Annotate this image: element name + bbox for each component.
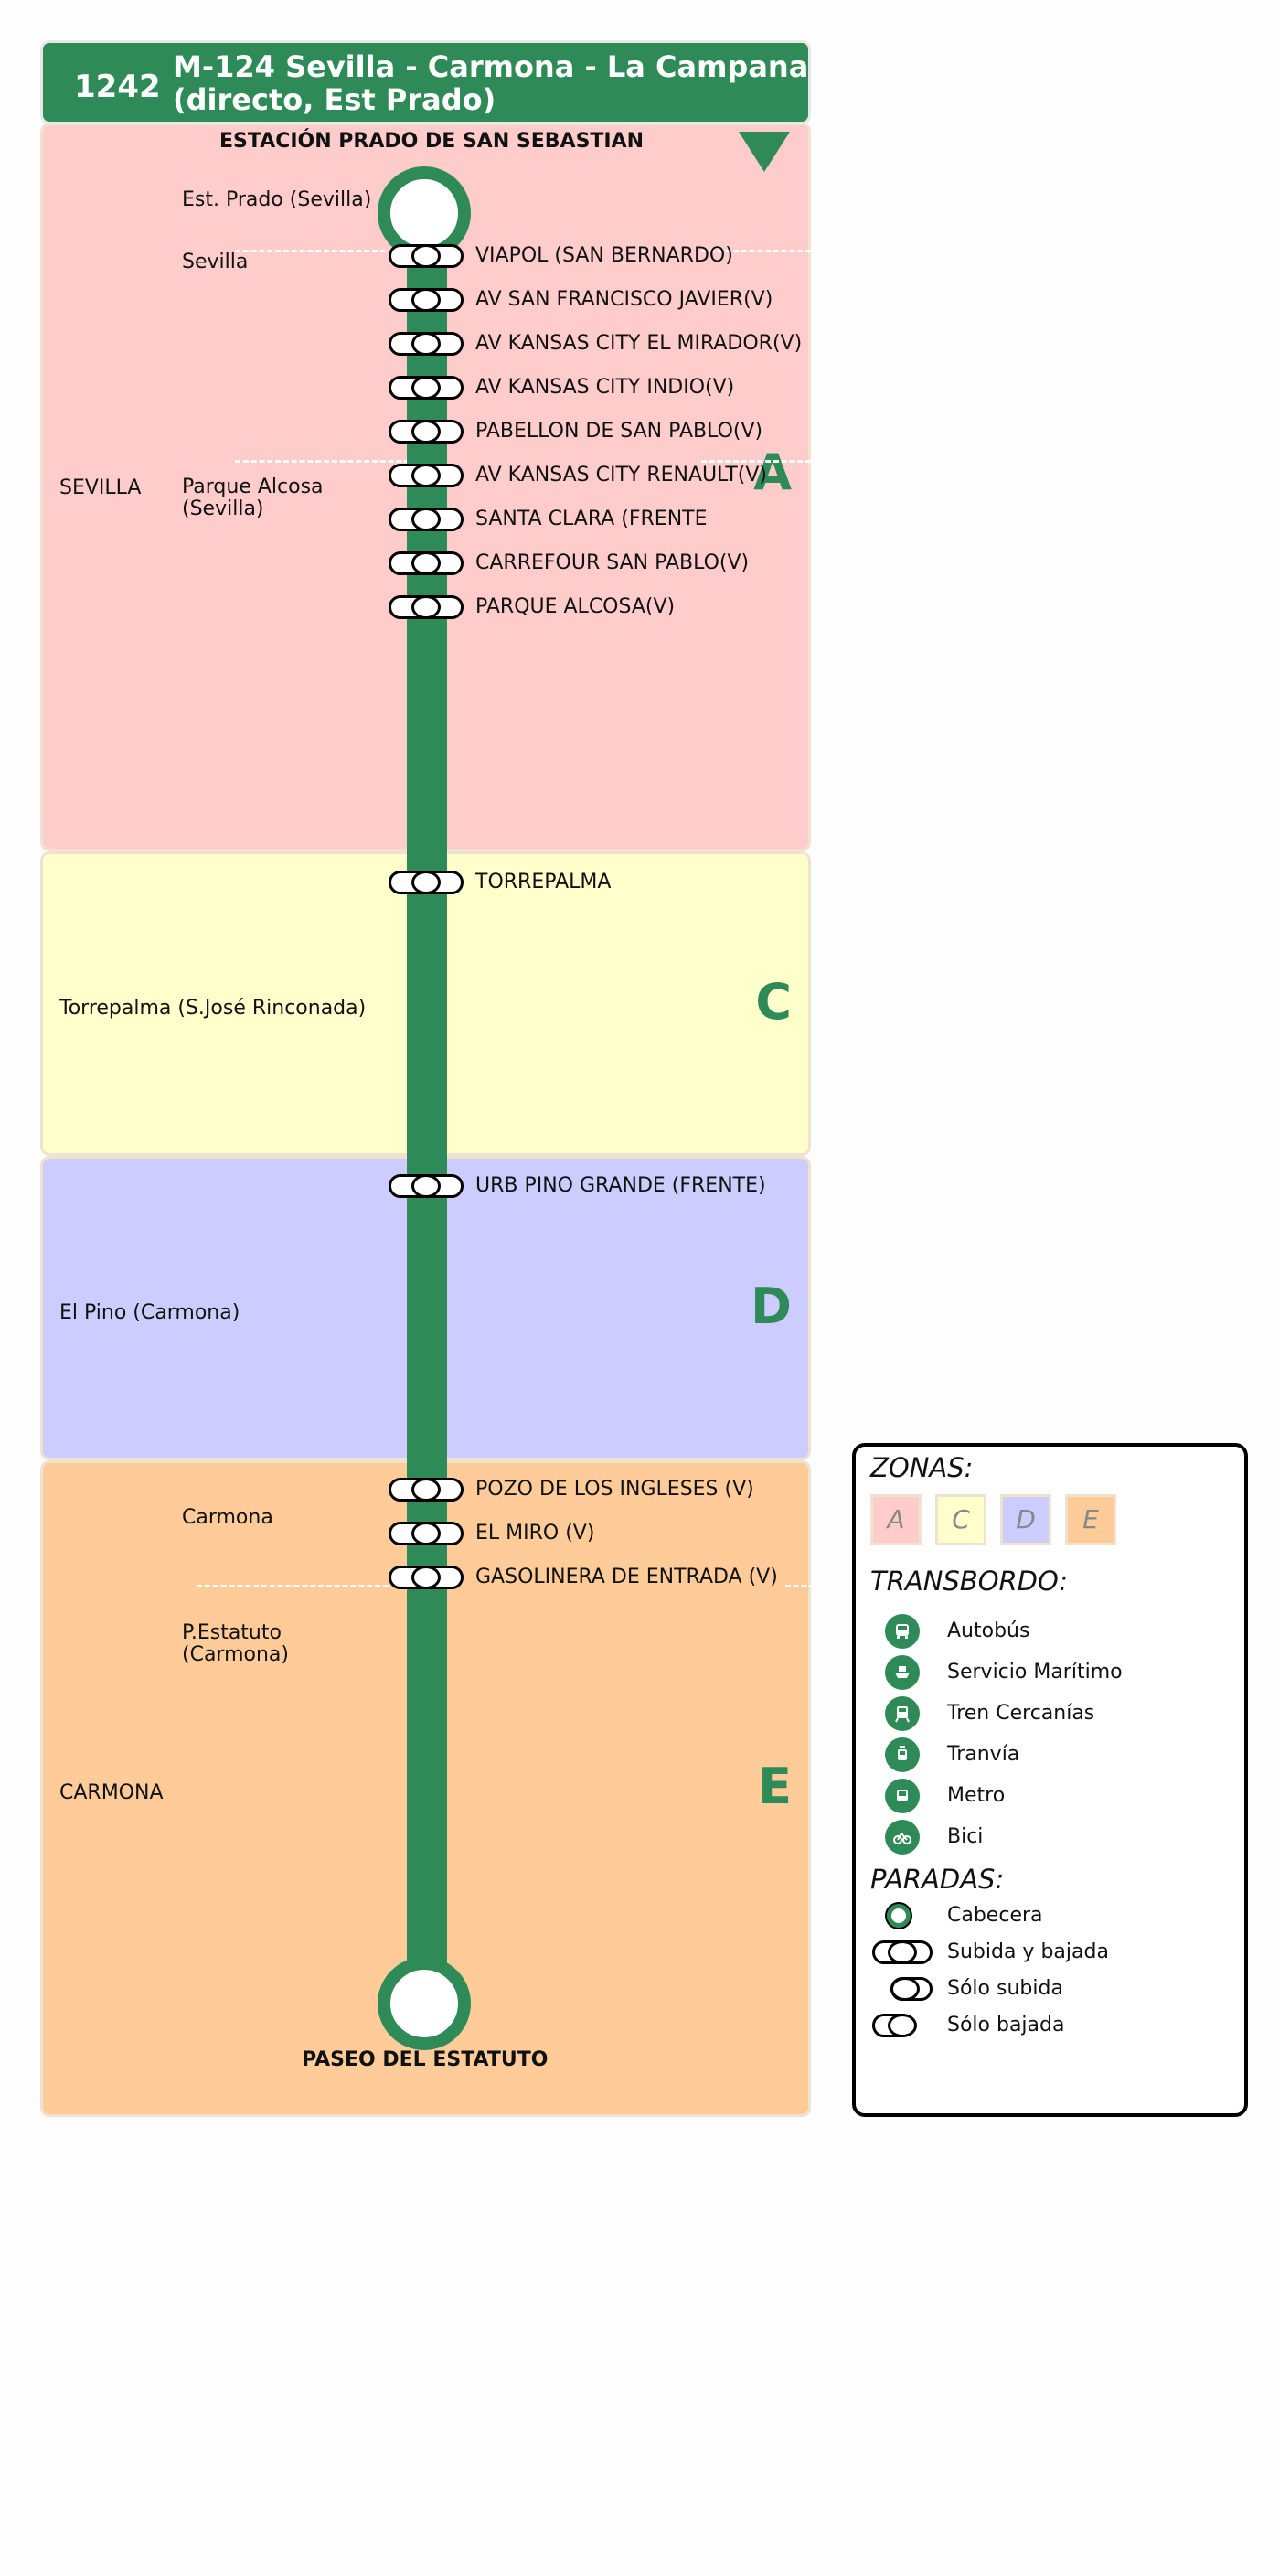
legend-zone-chip-c: C	[935, 1494, 986, 1545]
municipality-label-sevilla: SEVILLA	[59, 476, 142, 499]
route-header: 1242 M-124 Sevilla - Carmona - La Campan…	[40, 40, 811, 124]
stop-name: PABELLON DE SAN PABLO(V)	[475, 420, 763, 443]
legend-transbordo-title: TRANSBORDO:	[870, 1566, 1069, 1597]
tram-icon	[885, 1737, 920, 1772]
legend-solo-bajada-label: Sólo bajada	[947, 2014, 1065, 2036]
legend-bike-label: Bici	[947, 1825, 984, 1848]
stop-marker	[389, 376, 464, 400]
locality-label-carmona: Carmona	[182, 1506, 273, 1529]
route-name-line-1: M-124 Sevilla - Carmona - La Campana	[173, 49, 809, 84]
solo-subida-icon	[890, 1977, 933, 2001]
stop-marker	[389, 244, 464, 268]
legend-paradas-title: PARADAS:	[870, 1864, 1005, 1895]
stop-name: VIAPOL (SAN BERNARDO)	[475, 244, 733, 267]
stop-marker	[389, 464, 464, 487]
bus-icon	[885, 1614, 920, 1649]
bike-icon	[885, 1820, 920, 1855]
stop-marker	[389, 508, 464, 531]
solo-bajada-icon	[872, 2014, 917, 2037]
locality-divider	[235, 460, 418, 463]
stop-name: PARQUE ALCOSA(V)	[475, 595, 676, 618]
destination-terminus-marker	[378, 1957, 471, 2050]
legend-zone-chip-a: A	[870, 1494, 922, 1545]
locality-divider	[785, 1585, 815, 1587]
legend-cabecera-label: Cabecera	[947, 1904, 1043, 1927]
stop-marker	[389, 1566, 464, 1589]
stop-name: AV KANSAS CITY INDIO(V)	[475, 376, 735, 399]
destination-name: PASEO DEL ESTATUTO	[302, 2048, 549, 2071]
legend-metro-label: Metro	[947, 1784, 1006, 1807]
route-name: M-124 Sevilla - Carmona - La Campana (di…	[173, 50, 808, 116]
stop-name: AV KANSAS CITY RENAULT(V)	[475, 464, 768, 486]
stop-marker	[389, 288, 464, 312]
stop-marker	[389, 1174, 464, 1198]
locality-divider	[197, 1585, 389, 1587]
train-icon	[885, 1696, 920, 1731]
legend-box: ZONAS: A C D E TRANSBORDO: Autobús Servi…	[852, 1443, 1248, 2117]
zone-letter-c: C	[755, 973, 792, 1031]
stop-name: SANTA CLARA (FRENTE	[475, 508, 708, 530]
locality-label-el-pino: El Pino (Carmona)	[59, 1301, 240, 1324]
route-name-line-2: (directo, Est Prado)	[173, 82, 496, 117]
legend-zone-chip-e: E	[1065, 1494, 1116, 1545]
locality-divider	[701, 460, 811, 463]
legend-train-label: Tren Cercanías	[947, 1702, 1095, 1725]
route-number: 1242	[74, 69, 161, 105]
stop-name: AV KANSAS CITY EL MIRADOR(V)	[475, 332, 803, 355]
legend-bus-label: Autobús	[947, 1619, 1030, 1642]
stop-marker	[389, 595, 464, 619]
stop-name: EL MIRO (V)	[475, 1522, 595, 1545]
subida-y-bajada-icon	[872, 1940, 933, 1964]
stop-marker	[389, 551, 464, 575]
stop-marker	[389, 871, 464, 894]
stop-name: CARREFOUR SAN PABLO(V)	[475, 551, 750, 574]
metro-icon	[885, 1779, 920, 1813]
legend-zonas-title: ZONAS:	[870, 1452, 974, 1483]
ferry-icon	[885, 1655, 920, 1690]
zone-letter-e: E	[758, 1758, 792, 1815]
legend-tram-label: Tranvía	[947, 1743, 1020, 1766]
stop-marker	[389, 332, 464, 356]
stop-name: GASOLINERA DE ENTRADA (V)	[475, 1566, 778, 1588]
municipality-label-carmona: CARMONA	[59, 1781, 164, 1804]
zone-letter-d: D	[751, 1277, 792, 1335]
stop-marker	[389, 420, 464, 444]
legend-subida-bajada-label: Subida y bajada	[947, 1940, 1109, 1963]
locality-label-p-estatuto: P.Estatuto (Carmona)	[182, 1621, 289, 1666]
legend-zone-chip-d: D	[1000, 1494, 1051, 1545]
origin-name: ESTACIÓN PRADO DE SAN SEBASTIAN	[219, 130, 645, 153]
locality-divider	[701, 250, 811, 252]
legend-ferry-label: Servicio Marítimo	[947, 1661, 1123, 1683]
locality-label-est-prado: Est. Prado (Sevilla)	[182, 188, 372, 211]
cabecera-icon	[887, 1904, 911, 1928]
stop-name: POZO DE LOS INGLESES (V)	[475, 1478, 754, 1501]
locality-label-parque-alcosa: Parque Alcosa (Sevilla)	[182, 476, 324, 520]
locality-divider	[235, 250, 418, 252]
stop-name: TORREPALMA	[475, 871, 612, 893]
locality-label-torrepalma: Torrepalma (S.José Rinconada)	[59, 997, 367, 1020]
legend-solo-subida-label: Sólo subida	[947, 1977, 1063, 2000]
zone-letter-a: A	[753, 444, 792, 501]
direction-arrow-icon	[739, 132, 790, 172]
stop-name: URB PINO GRANDE (FRENTE)	[475, 1174, 766, 1197]
locality-label-sevilla: Sevilla	[182, 251, 249, 273]
stop-marker	[389, 1478, 464, 1502]
stop-marker	[389, 1522, 464, 1545]
stop-name: AV SAN FRANCISCO JAVIER(V)	[475, 288, 773, 311]
